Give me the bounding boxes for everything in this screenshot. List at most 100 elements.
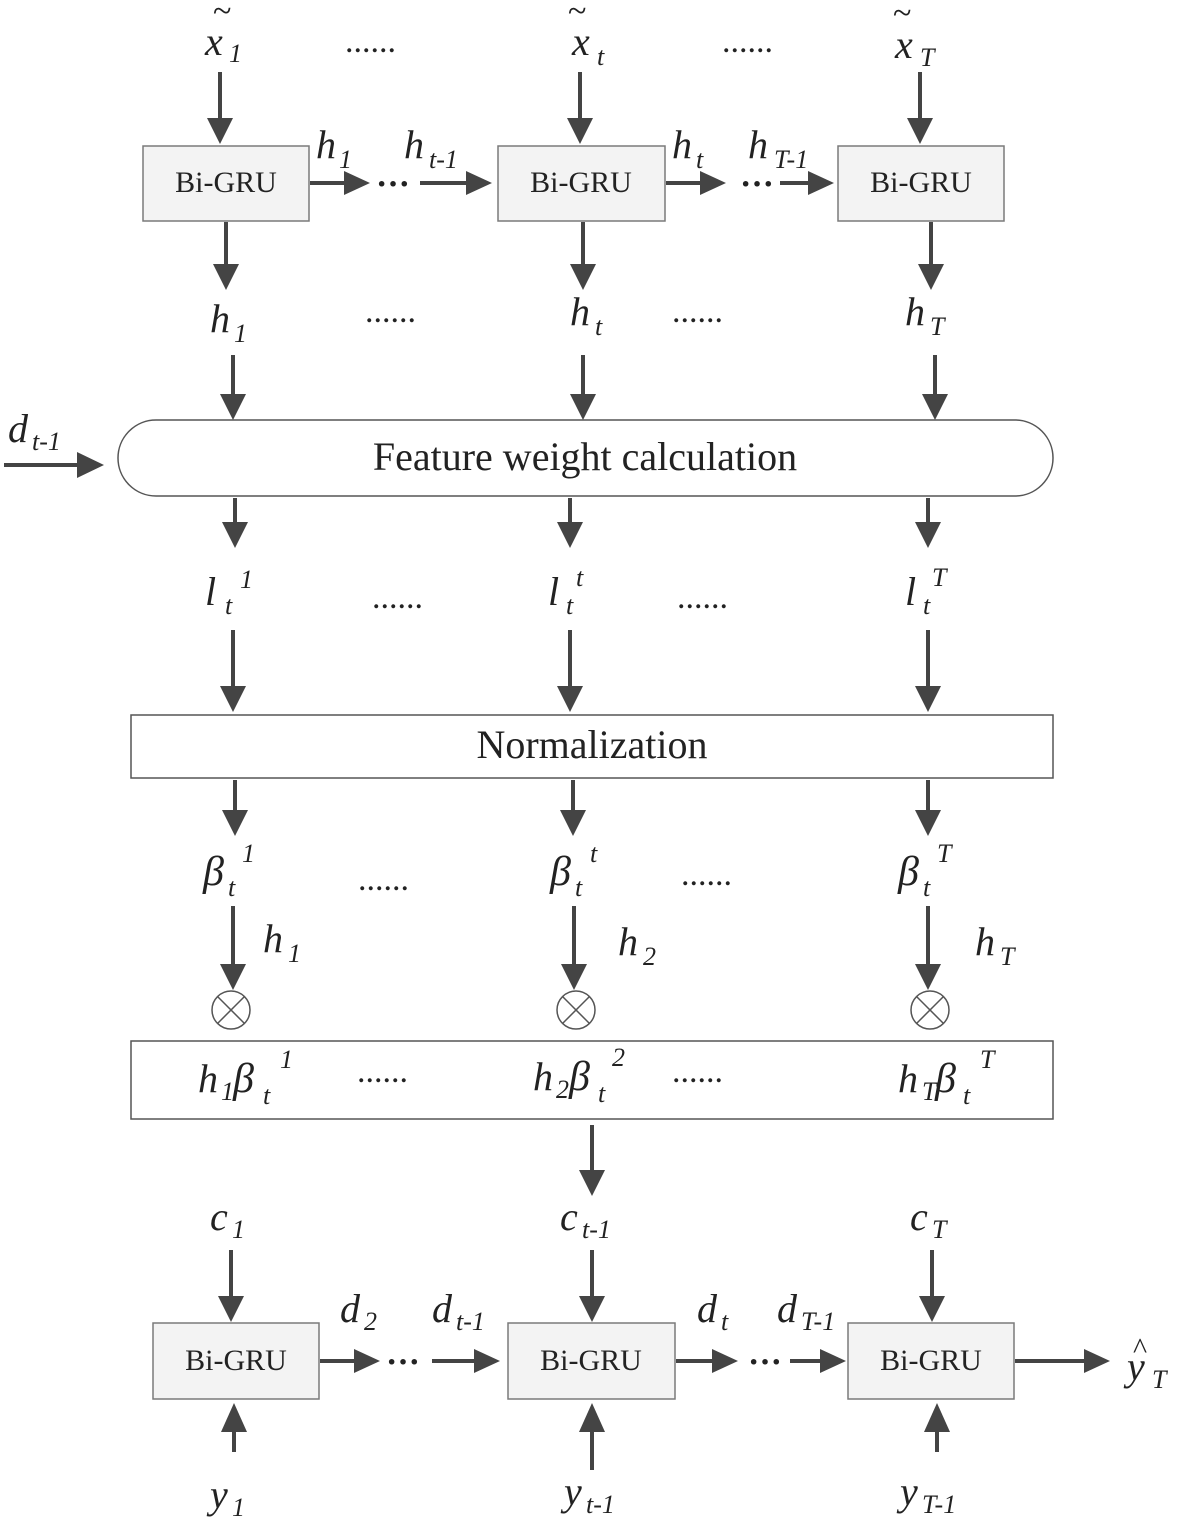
attention-section: d t-1 Feature weight calculation l 1 t .… <box>4 406 1054 1196</box>
weight-t: β t t <box>549 839 598 902</box>
encoder-input-T: ~ x T <box>893 0 936 72</box>
svg-text:T: T <box>922 1077 938 1106</box>
svg-text:t: t <box>225 591 233 620</box>
svg-text:t-1: t-1 <box>429 145 458 174</box>
svg-text:t: t <box>228 873 236 902</box>
svg-text:t: t <box>263 1081 271 1110</box>
weight-T: β T t <box>897 839 953 902</box>
svg-text:t-1: t-1 <box>456 1307 485 1336</box>
svg-text:h: h <box>316 122 336 167</box>
svg-text:T: T <box>937 839 953 868</box>
svg-text:T: T <box>932 1215 948 1244</box>
svg-text:Bi-GRU: Bi-GRU <box>185 1344 287 1377</box>
svg-text:2: 2 <box>364 1307 377 1336</box>
hidden-output-t: h t <box>570 289 603 341</box>
svg-text:1: 1 <box>232 1493 245 1522</box>
svg-text:t: t <box>576 563 584 592</box>
decoder-cell-t: Bi-GRU <box>507 1322 676 1400</box>
svg-text:t: t <box>595 312 603 341</box>
svg-text:T: T <box>920 43 936 72</box>
tilde-mark: ~ <box>213 0 231 30</box>
decoder-context-arrows <box>218 1250 945 1322</box>
chain-dots: ··· <box>740 166 774 203</box>
svg-text:d: d <box>697 1286 718 1331</box>
context-arrow <box>579 1125 605 1196</box>
encoder-state-labels: h 1 h t-1 h t h T-1 <box>316 122 808 174</box>
svg-text:t: t <box>963 1081 971 1110</box>
ellipsis: ...... <box>677 579 728 616</box>
svg-text:T: T <box>980 1045 996 1074</box>
svg-text:2: 2 <box>643 942 656 971</box>
svg-text:l: l <box>548 569 559 614</box>
svg-text:t: t <box>597 42 605 71</box>
multiplier-hidden-2: h 2 <box>618 919 656 971</box>
svg-text:2: 2 <box>612 1043 625 1072</box>
state-d2: d 2 <box>340 1286 377 1336</box>
decoder-state-labels: d 2 d t-1 d t d T-1 <box>340 1286 835 1336</box>
svg-text:1: 1 <box>288 939 301 968</box>
svg-text:c: c <box>210 1194 228 1239</box>
svg-text:1: 1 <box>280 1045 293 1074</box>
decoder-chain-arrows: ··· ··· <box>320 1344 1110 1381</box>
encoder-cell-T: Bi-GRU <box>837 145 1005 222</box>
svg-text:l: l <box>905 569 916 614</box>
decoder-output: ^ y T <box>1123 1332 1168 1394</box>
svg-text:T-1: T-1 <box>801 1307 835 1336</box>
svg-text:h: h <box>905 289 925 334</box>
svg-text:β: β <box>202 849 224 895</box>
svg-text:t: t <box>598 1079 606 1108</box>
svg-text:t: t <box>923 591 931 620</box>
context-t-1: c t-1 <box>560 1194 611 1244</box>
svg-text:1: 1 <box>234 319 247 348</box>
svg-text:β: β <box>897 849 919 895</box>
target-t-1: y t-1 <box>560 1469 615 1519</box>
svg-text:β: β <box>549 849 571 895</box>
chain-dots: ··· <box>376 166 410 203</box>
state-ht: h t <box>672 122 704 174</box>
encoder-input-t: ~ x t <box>568 0 605 71</box>
svg-text:1: 1 <box>232 1215 245 1244</box>
svg-text:h: h <box>618 919 638 964</box>
svg-text:t: t <box>721 1307 729 1336</box>
ellipsis: ...... <box>681 856 732 893</box>
svg-text:2: 2 <box>556 1075 569 1104</box>
encoder-cell-1: Bi-GRU <box>142 145 310 222</box>
svg-text:h: h <box>263 916 283 961</box>
svg-text:T: T <box>932 563 948 592</box>
normalization-input-arrows <box>220 630 941 712</box>
product-1: h 1 β 1 t <box>198 1045 293 1110</box>
svg-text:h: h <box>898 1056 918 1101</box>
product-T: h T β T t <box>898 1045 996 1110</box>
ellipsis: ...... <box>345 23 396 60</box>
svg-text:t: t <box>590 839 598 868</box>
ellipsis: ...... <box>357 1053 408 1090</box>
decoder-section: c 1 c t-1 c T Bi-GRU Bi-GRU <box>152 1194 1168 1522</box>
state-dt: d t <box>697 1286 729 1336</box>
score-1: l 1 t <box>205 565 253 620</box>
svg-text:h: h <box>975 919 995 964</box>
input-arrows <box>207 72 933 144</box>
svg-text:d: d <box>340 1286 361 1331</box>
svg-text:T-1: T-1 <box>922 1490 956 1519</box>
svg-text:T-1: T-1 <box>774 145 808 174</box>
svg-text:t-1: t-1 <box>32 427 61 456</box>
svg-text:1: 1 <box>240 565 253 594</box>
decoder-cell-T: Bi-GRU <box>847 1322 1015 1400</box>
encoder-cell-t: Bi-GRU <box>497 145 666 222</box>
svg-text:x: x <box>204 19 223 64</box>
score-t: l t t <box>548 563 584 620</box>
svg-text:t-1: t-1 <box>586 1490 615 1519</box>
ellipsis: ...... <box>372 579 423 616</box>
svg-text:h: h <box>533 1054 553 1099</box>
svg-text:d: d <box>777 1286 798 1331</box>
svg-text:T: T <box>1000 942 1016 971</box>
ellipsis: ...... <box>672 1053 723 1090</box>
context-1: c 1 <box>210 1194 245 1244</box>
ellipsis: ...... <box>672 293 723 330</box>
state-d-T-1: d T-1 <box>777 1286 835 1336</box>
weighted-product-block: h 1 β 1 t ...... h 2 β 2 t ...... h T β … <box>130 1040 1054 1120</box>
chain-dots: ··· <box>748 1344 782 1381</box>
state-h-t-1: h t-1 <box>404 122 458 174</box>
svg-text:h: h <box>748 122 768 167</box>
